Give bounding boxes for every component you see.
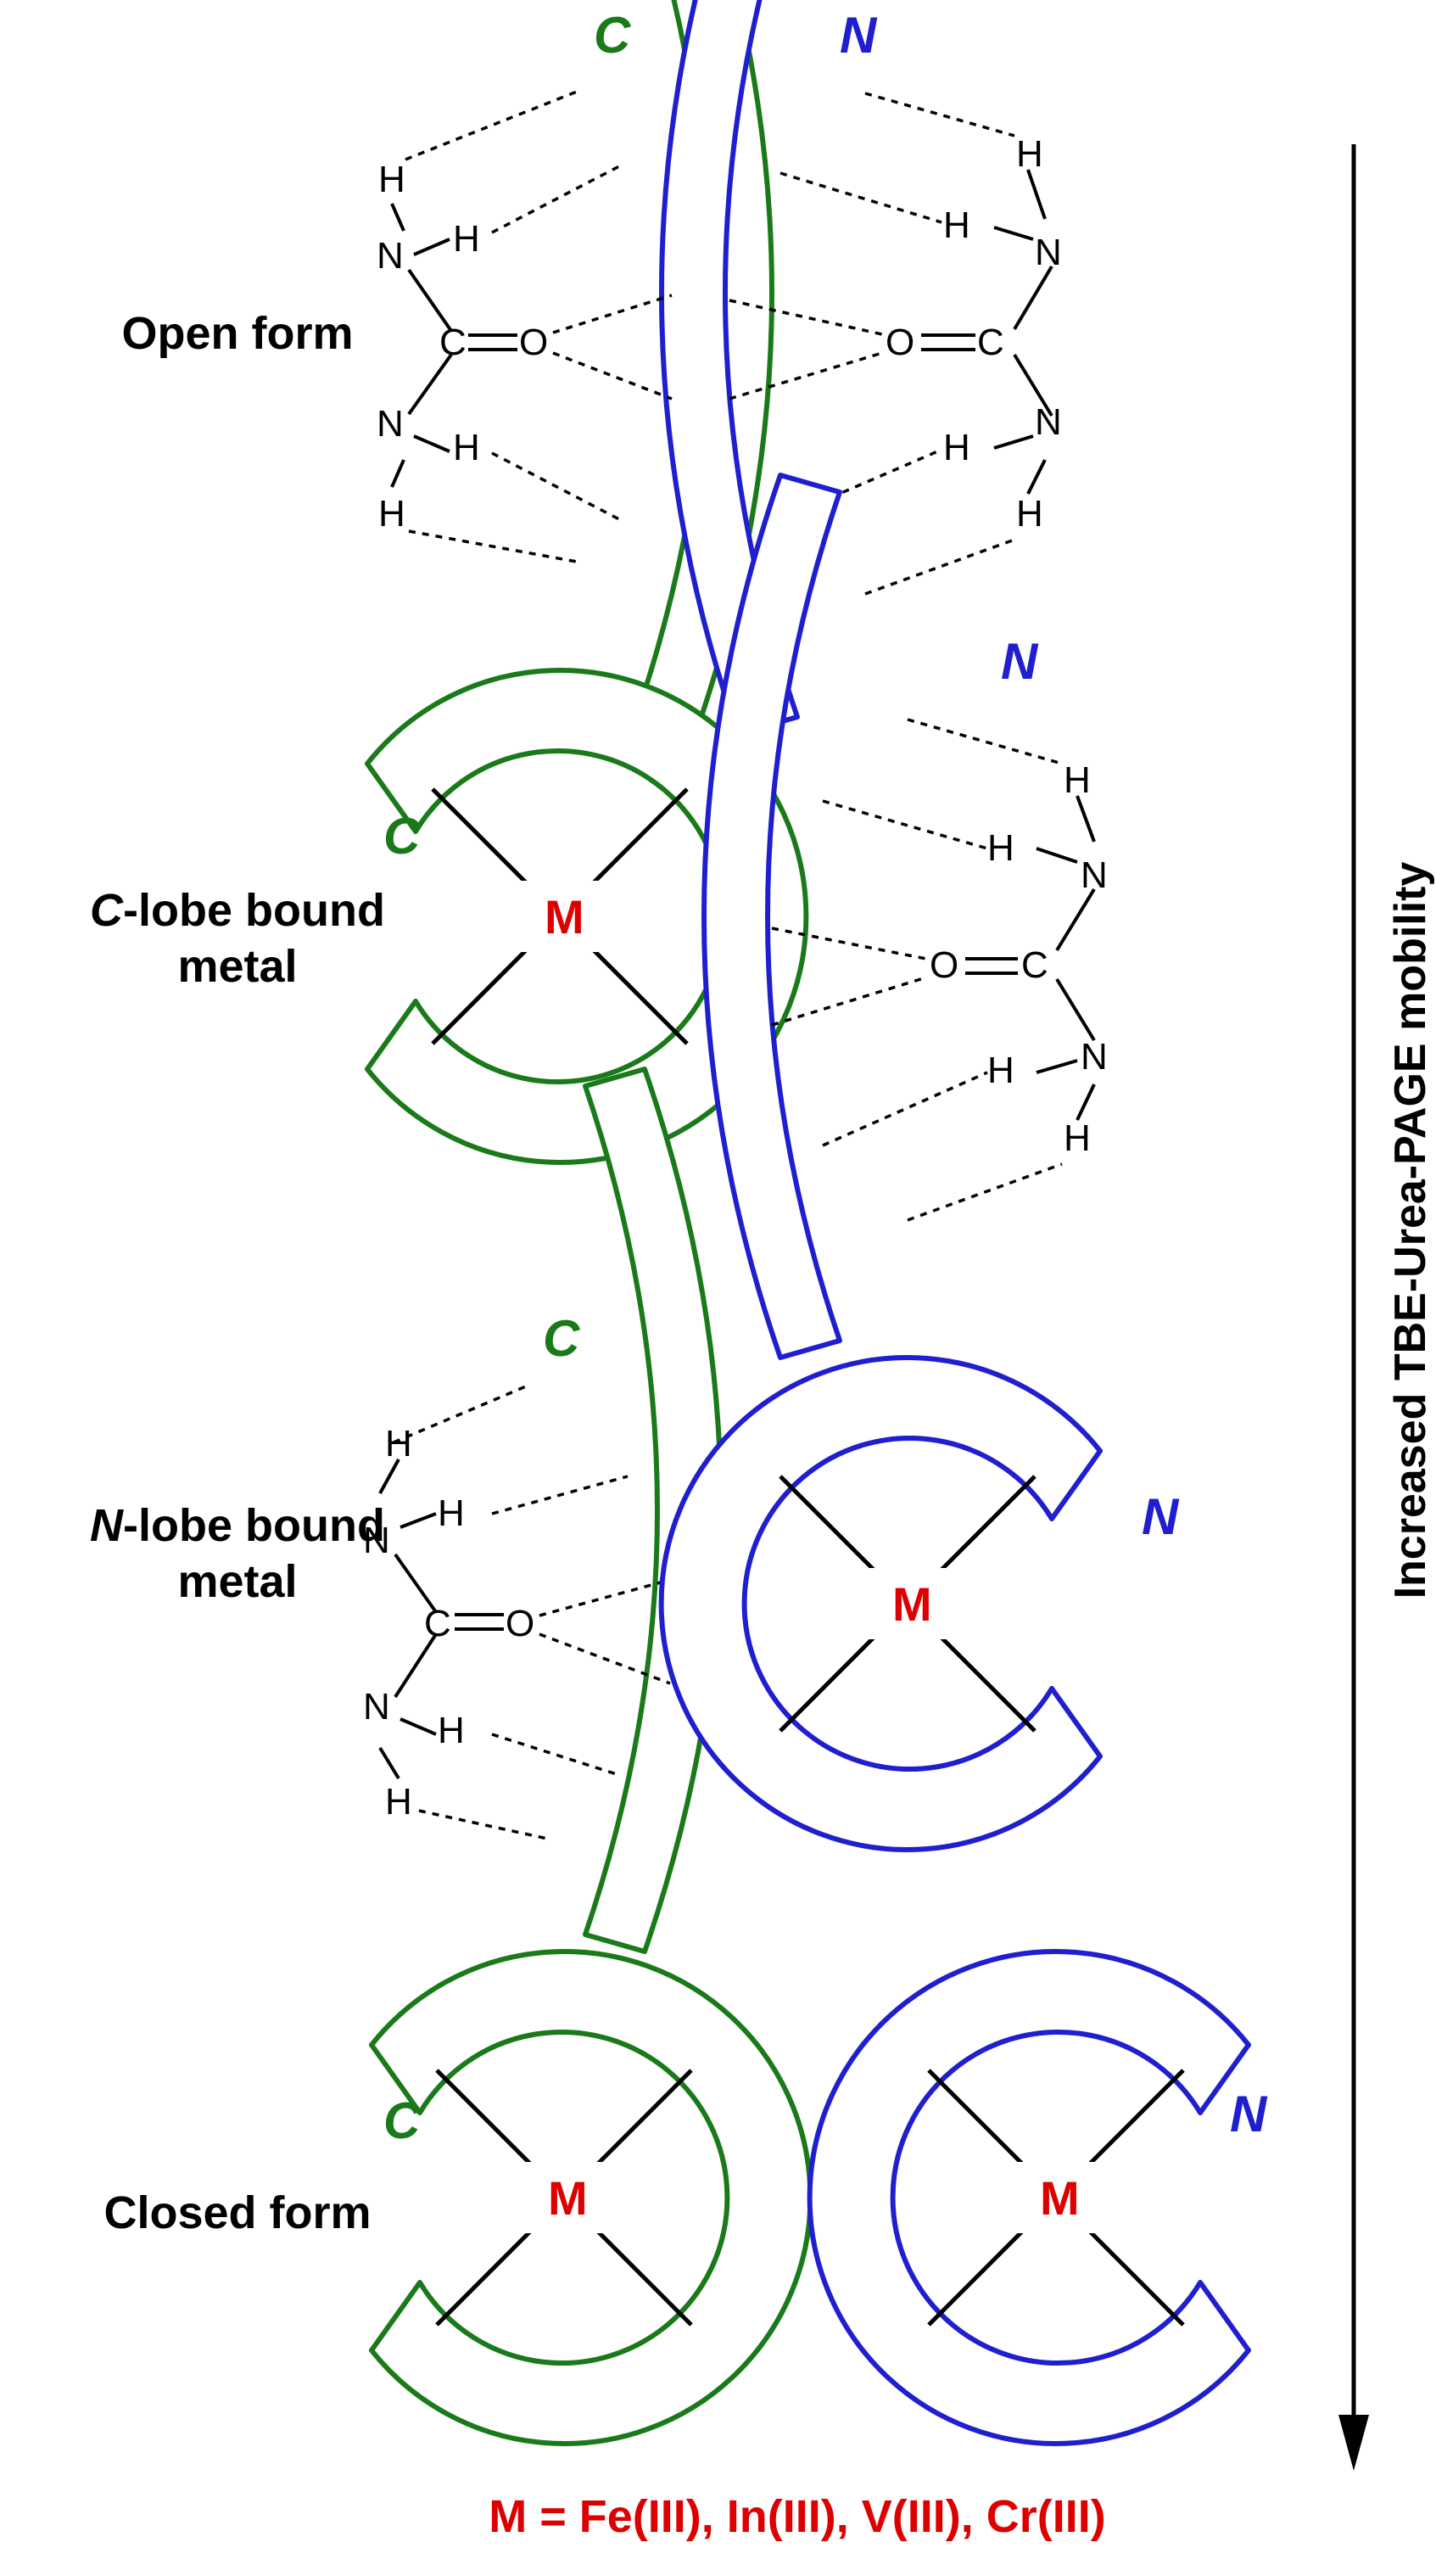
state-label-line2: metal [177, 1556, 298, 1607]
n-bound-n-lobe-label: N [1142, 1488, 1180, 1545]
open-form-left-n2: N [377, 403, 404, 445]
closed-form-c-metal: M [548, 2171, 588, 2225]
metal-legend: M = Fe(III), In(III), V(III), Cr(III) [489, 2491, 1106, 2542]
open-form-urea-left [390, 90, 673, 563]
n-bound-h1: H [385, 1423, 412, 1464]
c-bound-c-lobe-label: C [383, 808, 422, 865]
n-bound-c: C [424, 1603, 451, 1644]
c-bound-metal: M [545, 890, 584, 944]
state-label-line1: Closed form [103, 2187, 372, 2238]
state-label-italic: C [90, 885, 124, 936]
open-form-c-lobe-label: C [594, 7, 632, 64]
c-bound-h3: H [987, 1050, 1014, 1091]
state-label-line1: -lobe bound [123, 885, 385, 936]
c-bound-n2: N [1081, 1036, 1108, 1078]
n-bound-metal: M [892, 1577, 932, 1631]
open-form-left-h4: H [378, 493, 405, 535]
open-form-right-h3: H [943, 427, 970, 468]
c-bound-h4: H [1064, 1117, 1091, 1159]
state-label-c-lobe-bound: C-lobe bound metal [0, 882, 475, 994]
c-bound-h2: H [987, 827, 1014, 869]
state-label-line1: Open form [121, 308, 354, 359]
closed-form-c-lobe-label: C [383, 2092, 422, 2149]
n-bound-n2: N [363, 1686, 390, 1728]
state-label-line2: metal [177, 941, 298, 992]
open-form-right-h1: H [1016, 133, 1043, 175]
n-bound-o: O [506, 1603, 534, 1644]
mobility-axis-label: Increased TBE-Urea-PAGE mobility [1386, 862, 1435, 1599]
c-bound-urea [771, 718, 1096, 1222]
n-bound-n-lobe [662, 1358, 1100, 1850]
n-bound-h4: H [385, 1781, 412, 1823]
c-bound-c: C [1021, 944, 1048, 986]
c-bound-n1: N [1081, 854, 1108, 896]
open-form-left-h3: H [453, 427, 480, 468]
closed-form-c-lobe [372, 1952, 810, 2444]
c-bound-o: O [930, 944, 958, 986]
closed-form-n-lobe-label: N [1230, 2086, 1268, 2142]
closed-form-n-lobe [810, 1952, 1249, 2444]
open-form-left-n1: N [377, 235, 404, 277]
n-bound-h2: H [438, 1492, 465, 1534]
open-form-left-c: C [439, 322, 467, 363]
mobility-arrow [1338, 144, 1369, 2471]
state-label-n-lobe-bound: N-lobe bound metal [0, 1498, 475, 1610]
c-bound-h1: H [1064, 759, 1091, 801]
n-bound-urea [378, 1385, 671, 1841]
open-form-left-h1: H [378, 159, 405, 200]
closed-form-n-metal: M [1040, 2171, 1080, 2225]
n-bound-n1: N [363, 1520, 390, 1561]
state-label-open-form: Open form [0, 305, 475, 361]
n-bound-c-lobe-label: C [543, 1310, 581, 1367]
state-label-line1: -lobe bound [123, 1500, 385, 1551]
open-form-right-n1: N [1035, 232, 1062, 273]
open-form-right-c: C [977, 322, 1004, 363]
open-form-right-o: O [886, 322, 914, 363]
open-form-right-n2: N [1035, 401, 1062, 443]
open-form-left-h2: H [453, 218, 480, 260]
n-bound-h3: H [438, 1710, 465, 1751]
open-form-n-lobe-label: N [840, 7, 878, 64]
c-bound-n-lobe-label: N [1001, 633, 1039, 690]
state-label-closed-form: Closed form [0, 2185, 475, 2241]
open-form-left-o: O [519, 322, 548, 363]
open-form-right-h4: H [1016, 493, 1043, 535]
state-label-italic: N [90, 1500, 124, 1551]
open-form-right-h2: H [943, 204, 970, 246]
